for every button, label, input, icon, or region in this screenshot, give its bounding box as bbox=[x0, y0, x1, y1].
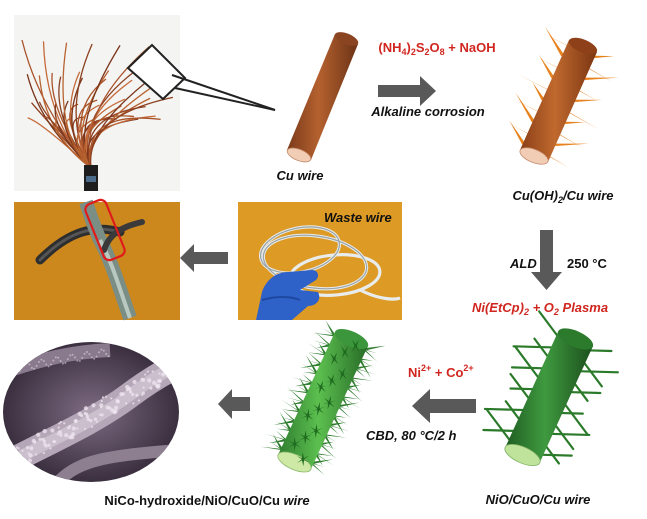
final-wire-illustration bbox=[260, 320, 386, 476]
precursor-label: Ni(EtCp)2 + O2 Plasma bbox=[471, 300, 609, 317]
arrow-left-icon bbox=[180, 244, 228, 272]
nio-wire-label: NiO/CuO/Cu wire bbox=[485, 492, 591, 507]
cuoh2-wire-label: Cu(OH)2/Cu wire bbox=[512, 188, 614, 205]
alkaline-corrosion-label: Alkaline corrosion bbox=[371, 104, 485, 119]
reagent-label: (NH4)2S2O8 + NaOH bbox=[378, 40, 496, 57]
copper-wire-bundle-photo bbox=[14, 15, 180, 191]
arrow-right-icon bbox=[378, 76, 436, 106]
callout-pointer bbox=[126, 43, 276, 111]
arrow-left-icon bbox=[412, 389, 476, 423]
cuoh2-wire-illustration bbox=[509, 26, 619, 167]
ions-label: Ni2+ + Co2+ bbox=[408, 363, 474, 380]
final-product-label: NiCo-hydroxide/NiO/CuO/Cu wire bbox=[104, 493, 310, 508]
temperature-label: 250 °C bbox=[567, 256, 607, 271]
nio-wire-illustration bbox=[482, 310, 619, 467]
arrow-left-icon bbox=[218, 389, 250, 419]
stripped-cable-photo bbox=[14, 198, 180, 321]
cbd-label: CBD, 80 °C/2 h bbox=[366, 428, 457, 443]
arrow-down-icon bbox=[531, 230, 562, 290]
waste-wire-label: Waste wire bbox=[324, 210, 392, 225]
sem-micrograph bbox=[3, 342, 179, 482]
waste-wire-photo bbox=[238, 202, 402, 320]
ald-label: ALD bbox=[510, 256, 537, 271]
cu-wire-illustration bbox=[286, 32, 359, 163]
cu-wire-label: Cu wire bbox=[276, 168, 324, 183]
